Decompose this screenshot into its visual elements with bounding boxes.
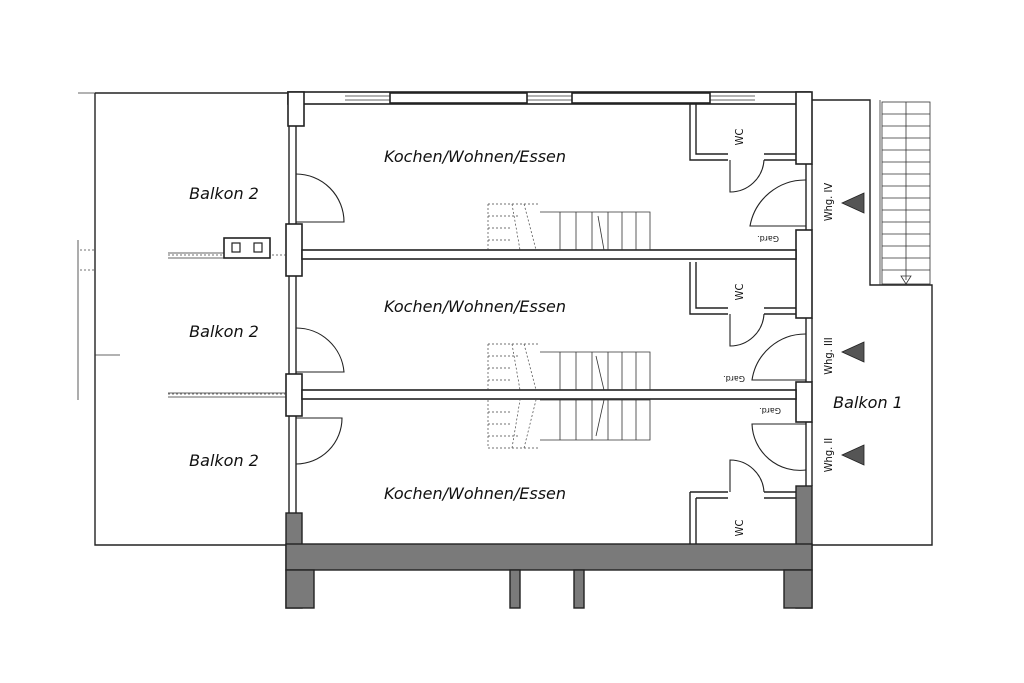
- room-label-middle: Kochen/Wohnen/Essen: [384, 297, 566, 316]
- unit-label-iii: Whg. III: [822, 337, 835, 374]
- balcony-label-right: Balkon 1: [833, 393, 903, 412]
- entrance-marker-iv: [841, 192, 865, 214]
- unit-label-ii: Whg. II: [822, 438, 835, 472]
- bottom-structure: [285, 543, 813, 609]
- interior-stairs: [487, 203, 651, 449]
- party-walls: [168, 237, 797, 400]
- entrance-markers: [841, 192, 865, 466]
- balcony-label-left-top: Balkon 2: [189, 184, 259, 203]
- entrance-marker-ii: [841, 444, 865, 466]
- room-label-top: Kochen/Wohnen/Essen: [384, 147, 566, 166]
- wardrobe-label-top: Gard.: [757, 234, 779, 243]
- right-wall: [795, 164, 813, 609]
- door-swings: [295, 159, 807, 493]
- unit-label-iv: Whg. IV: [822, 183, 835, 222]
- wardrobe-label-bottom: Gard.: [759, 406, 781, 415]
- left-balcony-outline: [77, 92, 288, 546]
- entrance-marker-iii: [841, 341, 865, 363]
- wc-label-middle: WC: [733, 284, 746, 301]
- left-wall: [285, 126, 303, 609]
- wardrobe-label-middle: Gard.: [723, 374, 745, 383]
- balcony-label-left-bottom: Balkon 2: [189, 451, 259, 470]
- wc-label-bottom: WC: [733, 520, 746, 537]
- exterior-staircase: [881, 101, 931, 285]
- balcony-label-left-middle: Balkon 2: [189, 322, 259, 341]
- right-balcony-outline: [812, 99, 933, 546]
- room-label-bottom: Kochen/Wohnen/Essen: [384, 484, 566, 503]
- wc-label-top: WC: [733, 129, 746, 146]
- wc-enclosures: [689, 104, 796, 544]
